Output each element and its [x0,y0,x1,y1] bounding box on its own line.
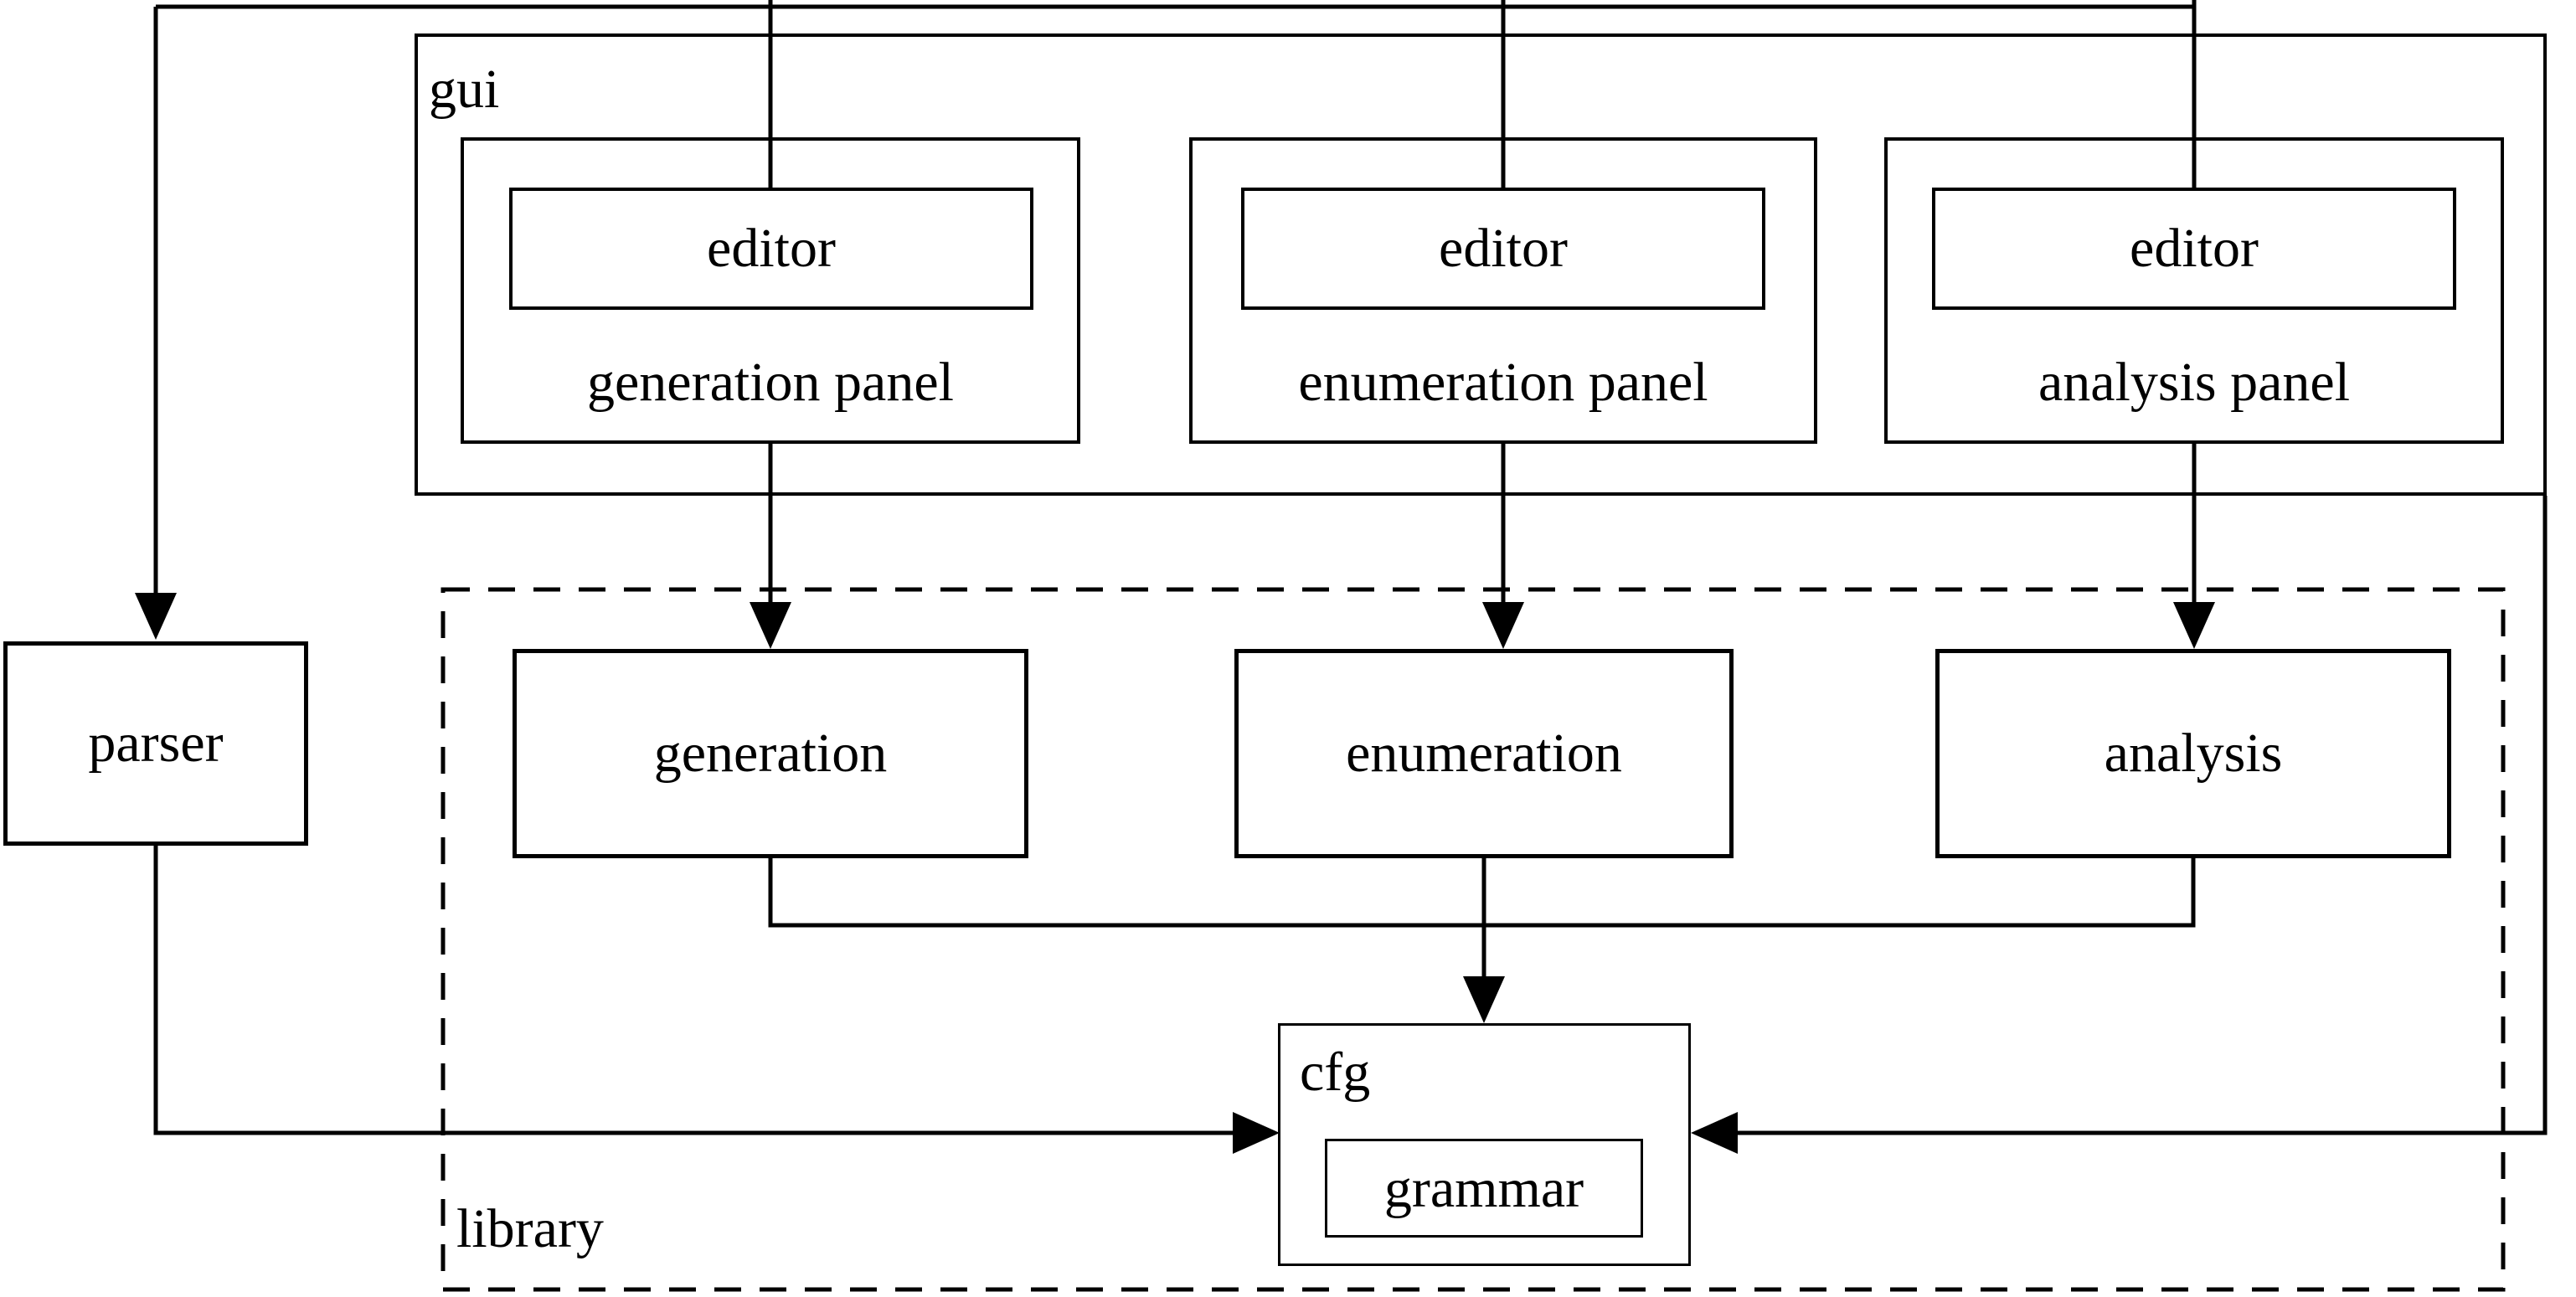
arrowhead-into-enumeration [1482,602,1524,649]
analysis-module-box [1935,649,2451,858]
generation-module-box [513,649,1028,858]
library-label: library [456,1198,604,1259]
arrowhead-into-cfg-right [1691,1112,1738,1154]
enumeration-panel-label: enumeration panel [1298,352,1708,413]
arrowhead-into-parser [135,593,177,640]
wire-gui-to-cfg [1734,496,2548,1135]
generation-module-label: generation [653,723,888,784]
generation-panel-box [461,137,1080,444]
enumeration-module-label: enumeration [1346,723,1622,784]
analysis-panel-label: analysis panel [2038,352,2351,413]
cfg-label: cfg [1300,1042,1371,1103]
enumeration-panel-box [1189,137,1817,444]
cfg-box [1278,1023,1691,1266]
gui-box [415,33,2547,496]
grammar-label: grammar [1383,1158,1584,1219]
enumeration-module-box [1234,649,1734,858]
generation-editor-label: editor [707,218,836,279]
grammar-box [1325,1139,1643,1238]
analysis-editor-box [1932,188,2456,310]
arrowhead-into-cfg-top [1463,976,1505,1023]
gui-label: gui [429,59,500,120]
analysis-module-label: analysis [2104,723,2283,784]
parser-box [3,641,308,846]
library-box [440,587,2506,1292]
enumeration-editor-label: editor [1439,218,1568,279]
arrowhead-into-cfg-left [1233,1112,1280,1154]
arrowhead-into-analysis [2173,602,2215,649]
generation-editor-box [509,188,1033,310]
arrowhead-into-generation [750,602,791,649]
parser-label: parser [88,713,224,774]
enumeration-editor-box [1241,188,1765,310]
analysis-panel-box [1884,137,2504,444]
analysis-editor-label: editor [2130,218,2259,279]
wire-parser-to-cfg [153,846,1234,1135]
generation-panel-label: generation panel [587,352,954,413]
